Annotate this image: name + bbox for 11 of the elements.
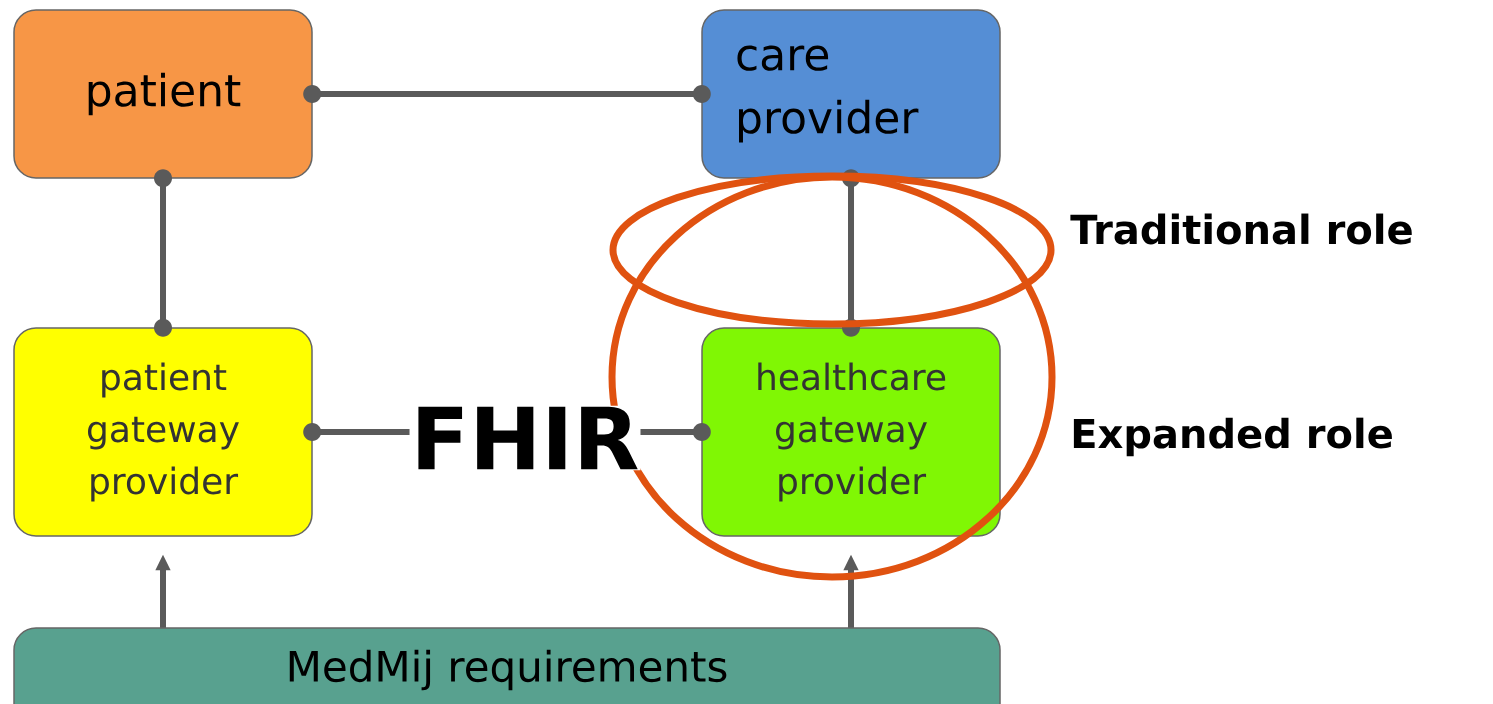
rounded-box: patient gateway provider	[13, 327, 313, 537]
connector	[303, 85, 711, 103]
role-label: Traditional role	[1070, 213, 1412, 245]
connector	[842, 169, 860, 337]
rounded-box: care provider	[701, 9, 1001, 179]
rounded-box: healthcare gateway provider	[701, 327, 1001, 537]
requirements-bar: MedMij requirements	[13, 627, 1001, 704]
edge-label: FHIR	[409, 405, 641, 471]
rounded-box: patient	[13, 9, 313, 179]
role-label: Expanded role	[1073, 417, 1392, 457]
connector	[154, 169, 172, 337]
